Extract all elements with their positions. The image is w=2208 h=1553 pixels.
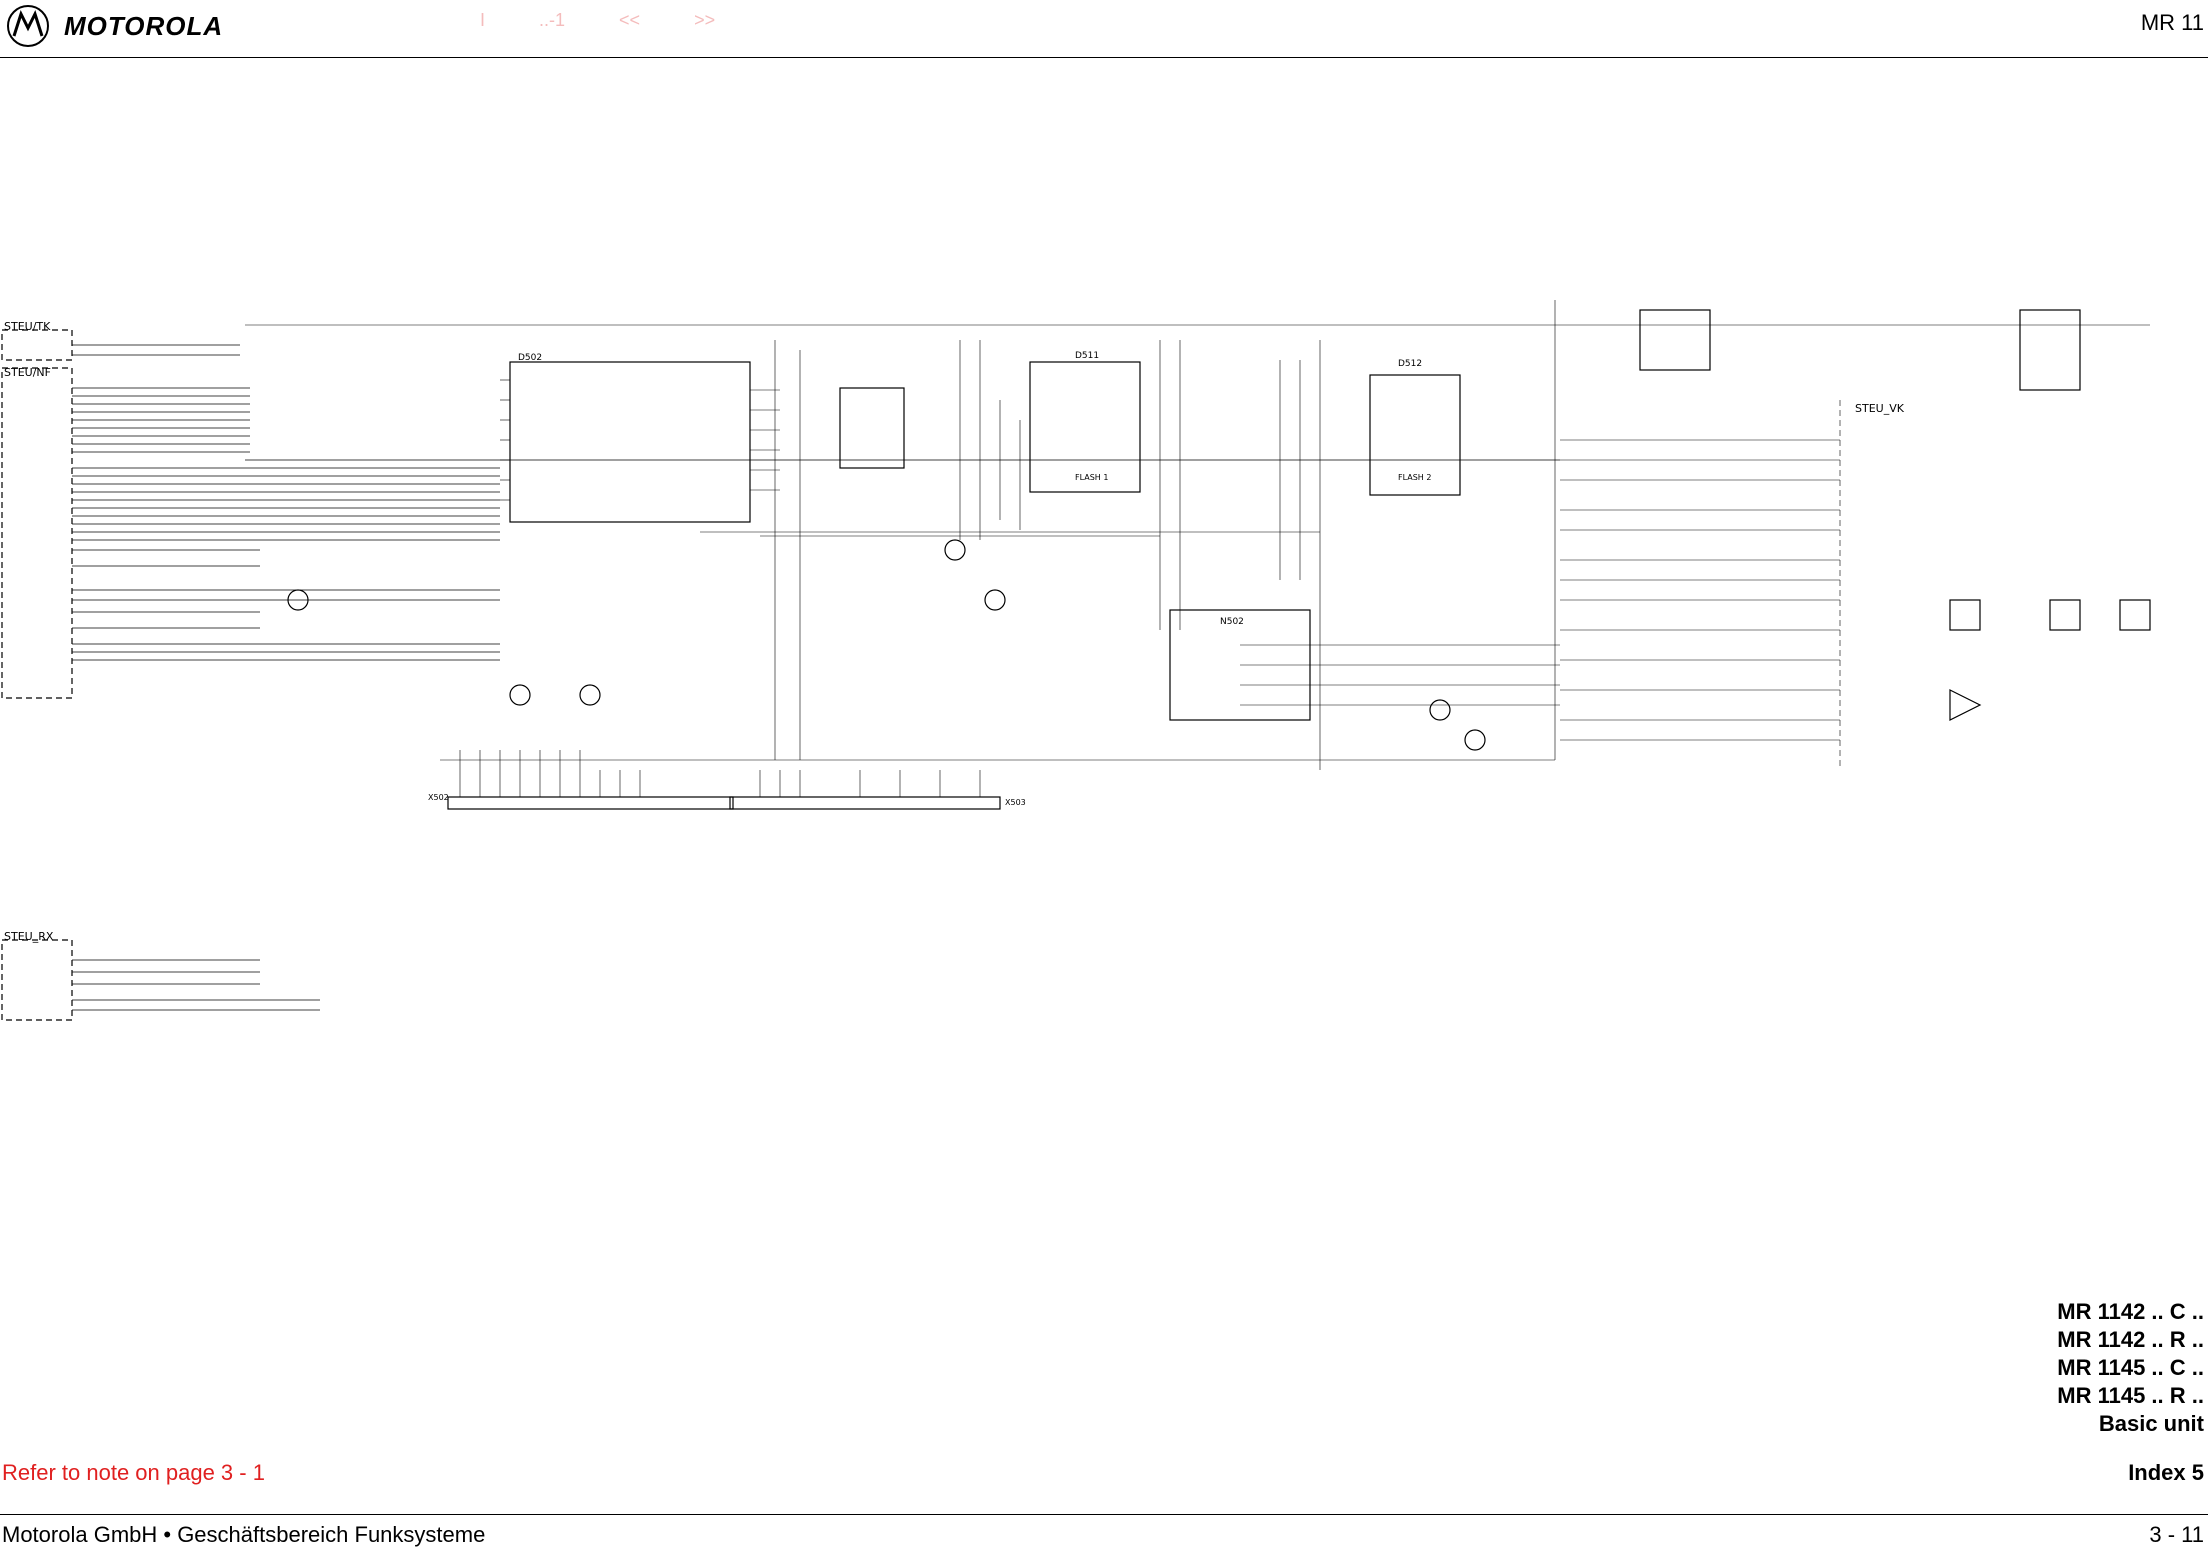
label-flash2: FLASH 2	[1398, 473, 1431, 482]
page-navigation: I ..-1 << >>	[480, 10, 715, 31]
footer-divider	[0, 1514, 2208, 1515]
label-steu-rx: STEU_RX	[4, 930, 54, 943]
brand-name: MOTOROLA	[64, 10, 224, 41]
motorola-logo: MOTOROLA	[6, 4, 223, 48]
note-link[interactable]: Refer to note on page 3 - 1	[2, 1460, 265, 1485]
nav-next-link[interactable]: >>	[694, 10, 716, 30]
label-n502: N502	[1220, 617, 1244, 627]
nav-previous-link[interactable]: <<	[619, 10, 641, 30]
page-header: MOTOROLA I ..-1 << >> MR 11	[0, 0, 2208, 58]
label-d511: D511	[1075, 351, 1099, 361]
motorola-batwing-icon	[7, 5, 49, 47]
label-steu-nf: STEU/NF	[4, 366, 51, 379]
label-steu-tk: STEU/TK	[4, 320, 51, 333]
label-x502: X502	[428, 793, 449, 802]
model-list: MR 1142 .. C .. MR 1142 .. R .. MR 1145 …	[2057, 1298, 2204, 1438]
footer-page-number: 3 - 11	[2149, 1522, 2204, 1547]
circuit-schematic: STEU/TK STEU/NF STEU_RX STEU_VK D502 D51…	[1, 300, 2151, 1021]
index-label: Index 5	[2128, 1460, 2204, 1485]
label-d502: D502	[518, 353, 542, 363]
model-item: Basic unit	[2098, 1411, 2204, 1436]
model-item: MR 1142 .. C ..	[2057, 1299, 2204, 1324]
label-x503: X503	[1005, 798, 1026, 807]
model-item: MR 1145 .. C ..	[2057, 1355, 2204, 1380]
label-d512: D512	[1398, 359, 1422, 369]
label-steu-vk: STEU_VK	[1855, 402, 1905, 415]
footer-company: Motorola GmbH • Geschäftsbereich Funksys…	[2, 1522, 486, 1547]
page-code: MR 11	[2140, 10, 2204, 35]
model-item: MR 1145 .. R ..	[2057, 1383, 2204, 1408]
model-item: MR 1142 .. R ..	[2057, 1327, 2204, 1352]
nav-index-link[interactable]: ..-1	[539, 10, 566, 30]
nav-first-link[interactable]: I	[480, 10, 486, 30]
header-divider	[0, 57, 2208, 58]
label-flash1: FLASH 1	[1075, 473, 1108, 482]
